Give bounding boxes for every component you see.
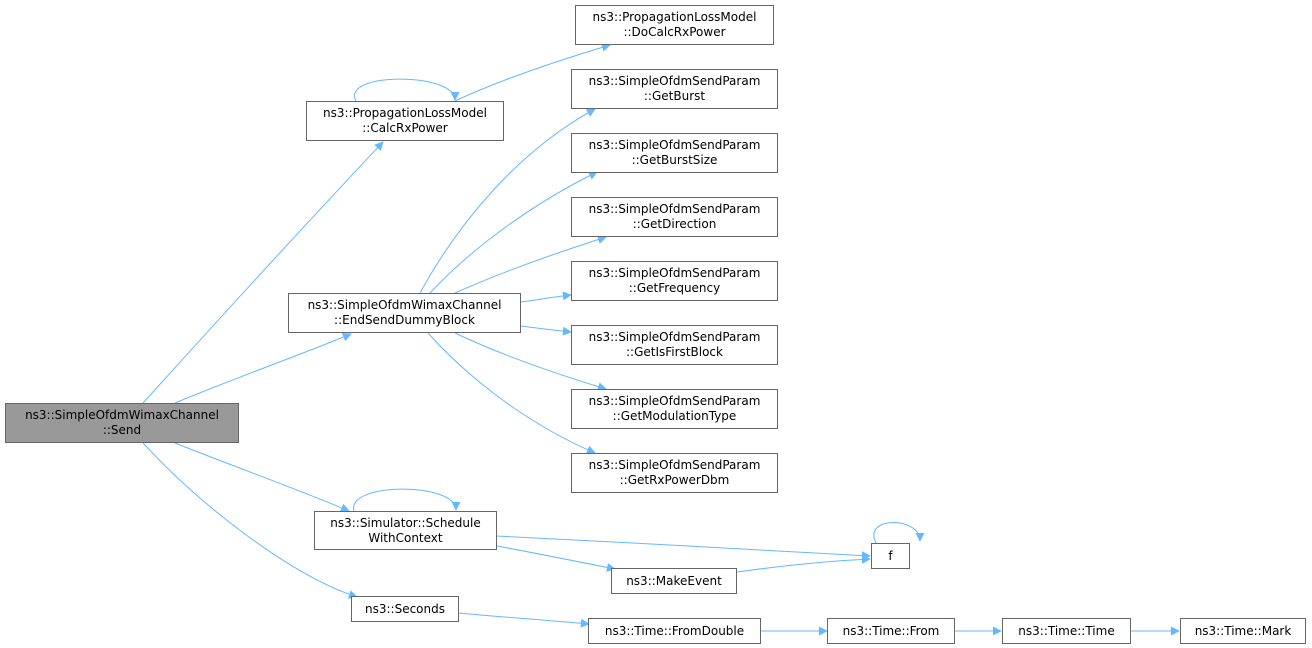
node-get-frequency[interactable]: ns3::SimpleOfdmSendParam ::GetFrequency bbox=[571, 261, 778, 301]
node-mark-label: ns3::Time::Mark bbox=[1194, 623, 1292, 638]
edge-send-to-end-send-dummy-block bbox=[174, 332, 352, 404]
node-get-burst-size-line2: ::GetBurstSize bbox=[631, 153, 718, 167]
node-get-burst-size[interactable]: ns3::SimpleOfdmSendParam ::GetBurstSize bbox=[571, 133, 778, 173]
node-send[interactable]: ns3::SimpleOfdmWimaxChannel ::Send bbox=[5, 403, 239, 443]
node-get-modulation-type-line2: ::GetModulationType bbox=[612, 409, 737, 423]
node-get-burst-line2: ::GetBurst bbox=[643, 89, 706, 103]
edge-schedule-with-context-to-make-event bbox=[496, 545, 616, 572]
node-time[interactable]: ns3::Time::Time bbox=[1002, 618, 1131, 644]
node-get-burst[interactable]: ns3::SimpleOfdmSendParam ::GetBurst bbox=[571, 69, 778, 109]
node-do-calc-rx-power-line2: ::DoCalcRxPower bbox=[623, 25, 726, 39]
node-end-send-dummy-block[interactable]: ns3::SimpleOfdmWimaxChannel ::EndSendDum… bbox=[288, 293, 521, 333]
node-get-rx-power-dbm[interactable]: ns3::SimpleOfdmSendParam ::GetRxPowerDbm bbox=[571, 453, 778, 493]
node-make-event[interactable]: ns3::MakeEvent bbox=[611, 568, 737, 594]
node-schedule-with-context-line2: WithContext bbox=[368, 530, 443, 545]
node-get-direction-line1: ns3::SimpleOfdmSendParam bbox=[588, 202, 761, 216]
edge-make-event-to-f bbox=[736, 554, 871, 573]
edge-end-send-dummy-block-to-get-direction bbox=[454, 235, 607, 294]
node-get-rx-power-dbm-line1: ns3::SimpleOfdmSendParam bbox=[588, 458, 761, 472]
node-get-is-first-block-line2: ::GetIsFirstBlock bbox=[626, 345, 723, 359]
node-calc-rx-power[interactable]: ns3::PropagationLossModel ::CalcRxPower bbox=[306, 101, 504, 141]
node-get-frequency-line2: ::GetFrequency bbox=[628, 281, 721, 295]
node-from-label: ns3::Time::From bbox=[842, 623, 940, 638]
node-send-line2: ::Send bbox=[102, 423, 142, 437]
edge-send-to-calc-rx-power bbox=[142, 141, 384, 404]
node-mark[interactable]: ns3::Time::Mark bbox=[1180, 618, 1306, 644]
node-calc-rx-power-line2: ::CalcRxPower bbox=[362, 121, 448, 135]
edge-schedule-with-context-to-schedule-with-context bbox=[353, 488, 461, 512]
node-time-label: ns3::Time::Time bbox=[1018, 623, 1115, 638]
edge-f-to-f bbox=[873, 522, 925, 544]
edge-end-send-dummy-block-to-get-burst bbox=[419, 108, 596, 294]
node-make-event-label: ns3::MakeEvent bbox=[626, 573, 722, 588]
node-f[interactable]: f bbox=[871, 543, 910, 569]
node-get-modulation-type[interactable]: ns3::SimpleOfdmSendParam ::GetModulation… bbox=[571, 389, 778, 429]
node-from[interactable]: ns3::Time::From bbox=[827, 618, 955, 644]
node-get-is-first-block[interactable]: ns3::SimpleOfdmSendParam ::GetIsFirstBlo… bbox=[571, 325, 778, 365]
node-do-calc-rx-power[interactable]: ns3::PropagationLossModel ::DoCalcRxPowe… bbox=[575, 5, 774, 45]
edge-send-to-schedule-with-context bbox=[174, 442, 350, 512]
edge-end-send-dummy-block-to-get-frequency bbox=[520, 291, 572, 303]
edge-calc-rx-power-to-calc-rx-power bbox=[354, 78, 460, 102]
edge-end-send-dummy-block-to-get-rx-power-dbm bbox=[427, 332, 596, 454]
node-calc-rx-power-line1: ns3::PropagationLossModel bbox=[323, 106, 487, 120]
node-get-burst-size-line1: ns3::SimpleOfdmSendParam bbox=[588, 138, 761, 152]
edge-calc-rx-power-to-do-calc-rx-power bbox=[454, 43, 611, 102]
edge-end-send-dummy-block-to-get-modulation-type bbox=[454, 332, 607, 391]
edge-send-to-seconds bbox=[142, 442, 358, 599]
node-get-direction-line2: ::GetDirection bbox=[632, 217, 717, 231]
edge-schedule-with-context-to-f bbox=[496, 535, 871, 561]
node-from-double-label: ns3::Time::FromDouble bbox=[604, 623, 745, 638]
node-schedule-with-context[interactable]: ns3::Simulator::Schedule WithContext bbox=[314, 511, 497, 550]
node-do-calc-rx-power-line1: ns3::PropagationLossModel bbox=[592, 10, 757, 24]
node-send-line1: ns3::SimpleOfdmWimaxChannel bbox=[25, 408, 219, 422]
node-from-double[interactable]: ns3::Time::FromDouble bbox=[588, 618, 761, 644]
node-schedule-with-context-line1: ns3::Simulator::Schedule bbox=[330, 515, 481, 530]
node-f-label: f bbox=[888, 548, 893, 563]
node-end-send-dummy-block-line2: ::EndSendDummyBlock bbox=[334, 313, 475, 327]
node-end-send-dummy-block-line1: ns3::SimpleOfdmWimaxChannel bbox=[307, 298, 502, 312]
node-get-rx-power-dbm-line2: ::GetRxPowerDbm bbox=[619, 473, 730, 487]
node-get-frequency-line1: ns3::SimpleOfdmSendParam bbox=[588, 266, 761, 280]
edge-seconds-to-from-double bbox=[458, 612, 590, 628]
edge-end-send-dummy-block-to-get-burst-size bbox=[429, 171, 598, 294]
edge-end-send-dummy-block-to-get-is-first-block bbox=[520, 325, 572, 336]
node-get-modulation-type-line1: ns3::SimpleOfdmSendParam bbox=[588, 394, 761, 408]
node-seconds-label: ns3::Seconds bbox=[365, 601, 445, 616]
node-get-is-first-block-line1: ns3::SimpleOfdmSendParam bbox=[588, 330, 761, 344]
node-seconds[interactable]: ns3::Seconds bbox=[351, 596, 459, 622]
node-get-direction[interactable]: ns3::SimpleOfdmSendParam ::GetDirection bbox=[571, 197, 778, 237]
node-get-burst-line1: ns3::SimpleOfdmSendParam bbox=[588, 74, 761, 88]
